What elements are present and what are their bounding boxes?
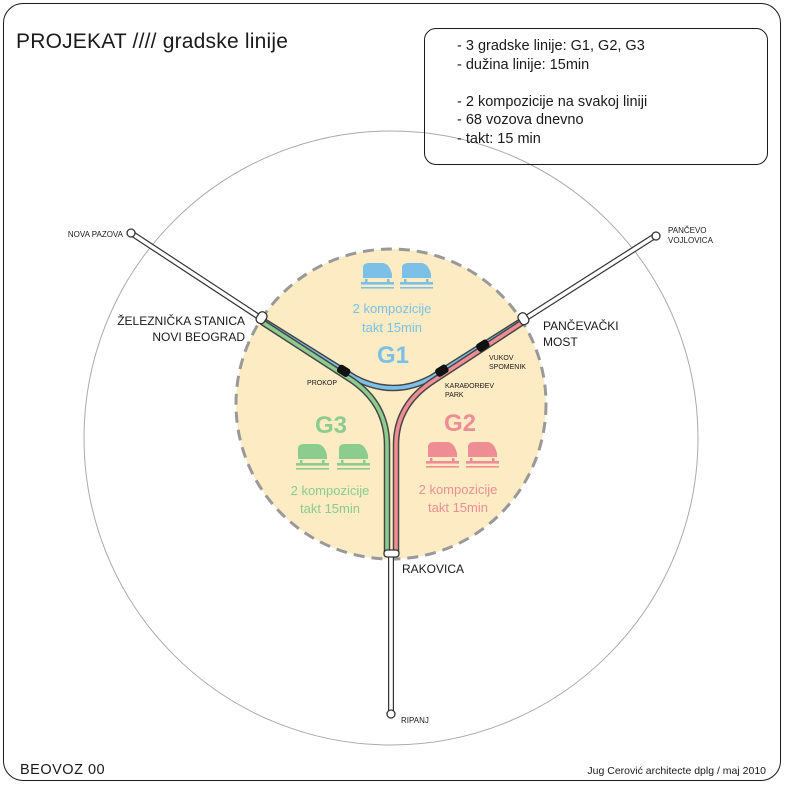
line-g2-info-1: 2 kompozicije [419, 482, 498, 497]
line-g1-info-2: takt 15min [362, 320, 422, 335]
line-g2-info-2: takt 15min [428, 500, 488, 515]
station-marker-zeleznicka[interactable] [255, 310, 269, 325]
line-g1-name: G1 [377, 342, 409, 369]
regional-circle [83, 130, 699, 746]
station-label-nova-pazova: NOVA PAZOVA [68, 230, 124, 239]
station-label-ripanj: RIPANJ [401, 716, 429, 725]
station-label-karadjordjev-2: PARK [445, 392, 464, 399]
line-g3-track [260, 319, 391, 553]
line-g3-info-1: 2 kompozicije [291, 483, 370, 498]
line-g3-info-2: takt 15min [300, 501, 360, 516]
station-marker-rakovica[interactable] [383, 549, 400, 558]
suburban-branch-pancevo [520, 233, 658, 323]
station-label-zeleznicka-1: ŽELEZNIČKA STANICA [117, 313, 245, 328]
line-g2-name: G2 [444, 410, 476, 437]
line-g2-track [392, 319, 525, 553]
suburban-branch-nova-pazova [128, 230, 265, 322]
station-marker-ripanj[interactable] [386, 709, 396, 719]
station-label-pancevo-2: VOJLOVICA [668, 236, 714, 245]
station-marker-vukov[interactable] [475, 338, 491, 353]
station-label-karadjordjev-1: KARAĐORĐEV [445, 383, 494, 390]
line-g1-info-1: 2 kompozicije [353, 301, 432, 316]
station-label-prokop: PROKOP [307, 380, 337, 387]
station-marker-karadjordjev[interactable] [434, 363, 450, 378]
info-line: - 3 gradske linije: G1, G2, G3 [457, 38, 645, 54]
station-label-pancevo-1: PANČEVO [668, 226, 707, 235]
info-box: - 3 gradske linije: G1, G2, G3 - dužina … [424, 28, 768, 165]
line-g3-name: G3 [315, 412, 347, 439]
station-marker-pancevo[interactable] [651, 231, 661, 241]
station-marker-pancevacki[interactable] [516, 311, 530, 326]
page-frame [3, 3, 781, 781]
info-line: - 2 kompozicije na svakoj liniji [457, 93, 648, 110]
info-line: - 68 vozova dnevno [457, 112, 584, 128]
line-g1-track [260, 317, 525, 392]
info-line: - dužina linije: 15min [457, 56, 590, 73]
station-label-pancevacki-1: PANČEVAČKI [543, 318, 619, 333]
footer-project-name: BEOVOZ 00 [20, 762, 106, 778]
station-marker-nova-pazova[interactable] [126, 228, 136, 238]
footer-credits: Jug Cerović architecte dplg / maj 2010 [587, 765, 766, 777]
station-marker-prokop[interactable] [336, 364, 352, 379]
city-zone [234, 247, 548, 561]
station-label-pancevacki-2: MOST [543, 335, 578, 349]
info-line: - takt: 15 min [457, 130, 541, 147]
page-title: PROJEKAT //// gradske linije [16, 30, 289, 53]
station-label-rakovica: RAKOVICA [402, 562, 464, 576]
station-label-zeleznicka-2: NOVI BEOGRAD [152, 330, 245, 344]
station-label-vukov-1: VUKOV [489, 355, 514, 362]
station-label-vukov-2: SPOMENIK [489, 364, 526, 371]
